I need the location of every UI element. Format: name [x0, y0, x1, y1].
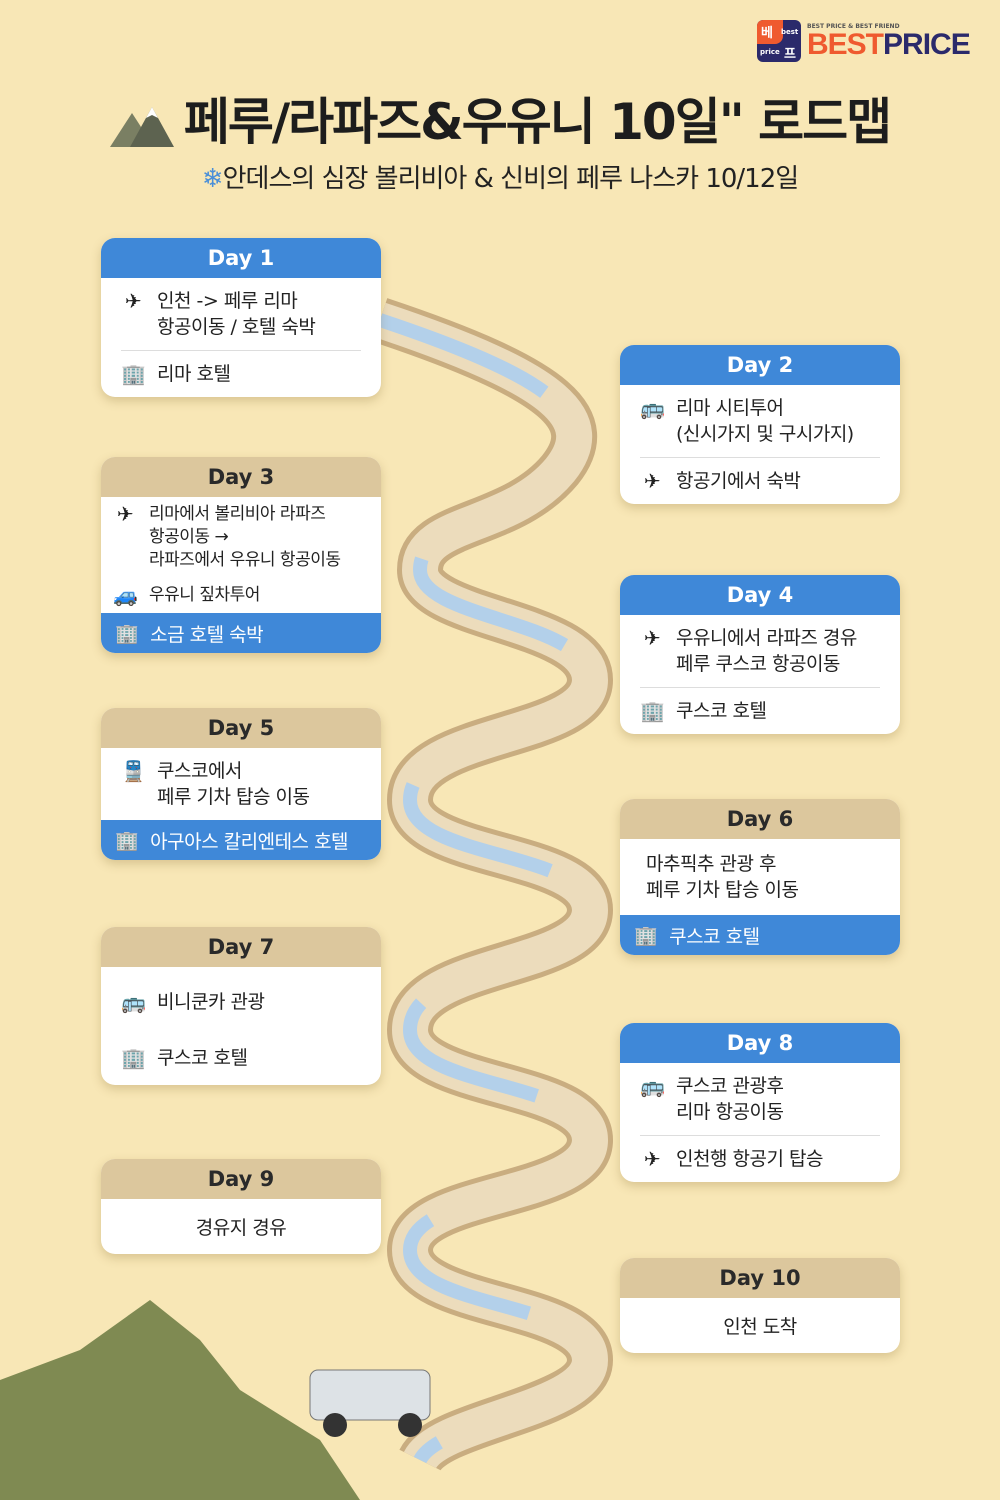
- day-card-10: Day 10 인천 도착: [620, 1258, 900, 1353]
- day-header: Day 5: [101, 708, 381, 748]
- bus-icon: 🚌: [640, 396, 665, 420]
- day-card-3: Day 3 ✈ 리마에서 볼리비아 라파즈 항공이동 → 라파즈에서 우유니 항공…: [101, 457, 381, 653]
- day-card-8: Day 8 🚌 쿠스코 관광후 리마 항공이동 ✈ 인천행 항공기 탑승: [620, 1023, 900, 1182]
- day-activity: 인천행 항공기 탑승: [676, 1148, 823, 1170]
- logo-badge-text: 프: [784, 47, 796, 62]
- day-hotel: 소금 호텔 숙박: [150, 623, 264, 646]
- day-activity: 경유지 경유: [195, 1217, 287, 1239]
- day-activity: 리마에서 볼리비아 라파즈 항공이동 → 라파즈에서 우유니 항공이동: [149, 504, 341, 570]
- day-activity: 마추픽추 관광 후 페루 기차 탑승 이동: [646, 853, 799, 901]
- subtitle-text: 안데스의 심장 볼리비아 & 신비의 페루 나스카 10/12일: [222, 164, 800, 194]
- plane-icon: ✈: [643, 626, 661, 650]
- plane-icon: ✈: [116, 502, 134, 526]
- logo-badge-text: 베: [761, 26, 773, 41]
- logo-badge-text: price: [760, 48, 780, 56]
- day-header: Day 8: [620, 1023, 900, 1063]
- logo-badge-text: best: [781, 28, 799, 36]
- day-header: Day 9: [101, 1159, 381, 1199]
- day-card-4: Day 4 ✈ 우유니에서 라파즈 경유 페루 쿠스코 항공이동 🏢 쿠스코 호텔: [620, 575, 900, 734]
- divider: [640, 687, 880, 688]
- snowflake-icon: ❄: [201, 164, 224, 194]
- day-header: Day 3: [101, 457, 381, 497]
- logo-tagline: BEST PRICE & BEST FRIEND: [807, 22, 900, 30]
- day-card-6: Day 6 마추픽추 관광 후 페루 기차 탑승 이동 🏢 쿠스코 호텔: [620, 799, 900, 955]
- logo-badge: 베 best price 프: [757, 20, 801, 62]
- day-card-1: Day 1 ✈ 인천 -> 페루 리마 항공이동 / 호텔 숙박 🏢 리마 호텔: [101, 238, 381, 397]
- day-activity: 리마 시티투어 (신시가지 및 구시가지): [676, 397, 854, 445]
- hotel-icon: 🏢: [640, 699, 665, 723]
- day-header: Day 1: [101, 238, 381, 278]
- mountain-icon: [109, 106, 174, 147]
- day-activity: 쿠스코에서 페루 기차 탑승 이동: [157, 760, 310, 808]
- day-header: Day 4: [620, 575, 900, 615]
- day-hotel: 리마 호텔: [157, 363, 231, 385]
- day-card-9: Day 9 경유지 경유: [101, 1159, 381, 1254]
- logo-price: PRICE: [883, 27, 971, 61]
- car-icon: 🚙: [113, 583, 138, 607]
- day-card-5: Day 5 🚆 쿠스코에서 페루 기차 탑승 이동 🏢 아구아스 칼리엔테스 호텔: [101, 708, 381, 860]
- day-header: Day 2: [620, 345, 900, 385]
- mountain-illustration: [0, 1300, 360, 1500]
- bus-icon: 🚌: [121, 990, 146, 1014]
- day-activity: 쿠스코 관광후 리마 항공이동: [676, 1075, 784, 1123]
- plane-icon: ✈: [124, 289, 142, 313]
- day-hotel: 쿠스코 호텔: [676, 700, 767, 722]
- title-text: 페루/라파즈&우유니 10일" 로드맵: [183, 93, 892, 151]
- day-activity: 비니쿤카 관광: [157, 991, 265, 1013]
- subtitle: ❄안데스의 심장 볼리비아 & 신비의 페루 나스카 10/12일: [0, 158, 1000, 195]
- hotel-icon: 🏢: [115, 622, 139, 645]
- day-header: Day 10: [620, 1258, 900, 1298]
- day-hotel: 쿠스코 호텔: [669, 925, 760, 948]
- day-card-2: Day 2 🚌 리마 시티투어 (신시가지 및 구시가지) ✈ 항공기에서 숙박: [620, 345, 900, 504]
- day-activity: 인천 -> 페루 리마 항공이동 / 호텔 숙박: [157, 290, 316, 338]
- divider: [640, 457, 880, 458]
- day-activity: 항공기에서 숙박: [676, 470, 801, 492]
- hotel-icon: 🏢: [121, 1046, 146, 1070]
- plane-icon: ✈: [643, 1147, 661, 1171]
- day-hotel: 아구아스 칼리엔테스 호텔: [150, 830, 349, 853]
- divider: [121, 350, 361, 351]
- page-title: 페루/라파즈&우유니 10일" 로드맵: [0, 82, 1000, 154]
- day-activity: 인천 도착: [723, 1316, 797, 1338]
- day-header: Day 7: [101, 927, 381, 967]
- hotel-icon: 🏢: [634, 924, 658, 947]
- logo-best: BEST: [807, 27, 884, 61]
- train-icon: 🚆: [121, 759, 146, 783]
- jeep-illustration: [309, 1369, 431, 1421]
- day-header: Day 6: [620, 799, 900, 839]
- day-activity: 우유니 짚차투어: [149, 585, 260, 605]
- day-hotel: 쿠스코 호텔: [157, 1047, 248, 1069]
- plane-icon: ✈: [643, 469, 661, 493]
- hotel-icon: 🏢: [115, 829, 139, 852]
- day-card-7: Day 7 🚌 비니쿤카 관광 🏢 쿠스코 호텔: [101, 927, 381, 1085]
- brand-logo: 베 best price 프 BEST PRICE & BEST FRIEND …: [757, 20, 971, 62]
- bus-icon: 🚌: [640, 1074, 665, 1098]
- hotel-icon: 🏢: [121, 362, 146, 386]
- divider: [640, 1135, 880, 1136]
- day-activity: 우유니에서 라파즈 경유 페루 쿠스코 항공이동: [676, 627, 857, 675]
